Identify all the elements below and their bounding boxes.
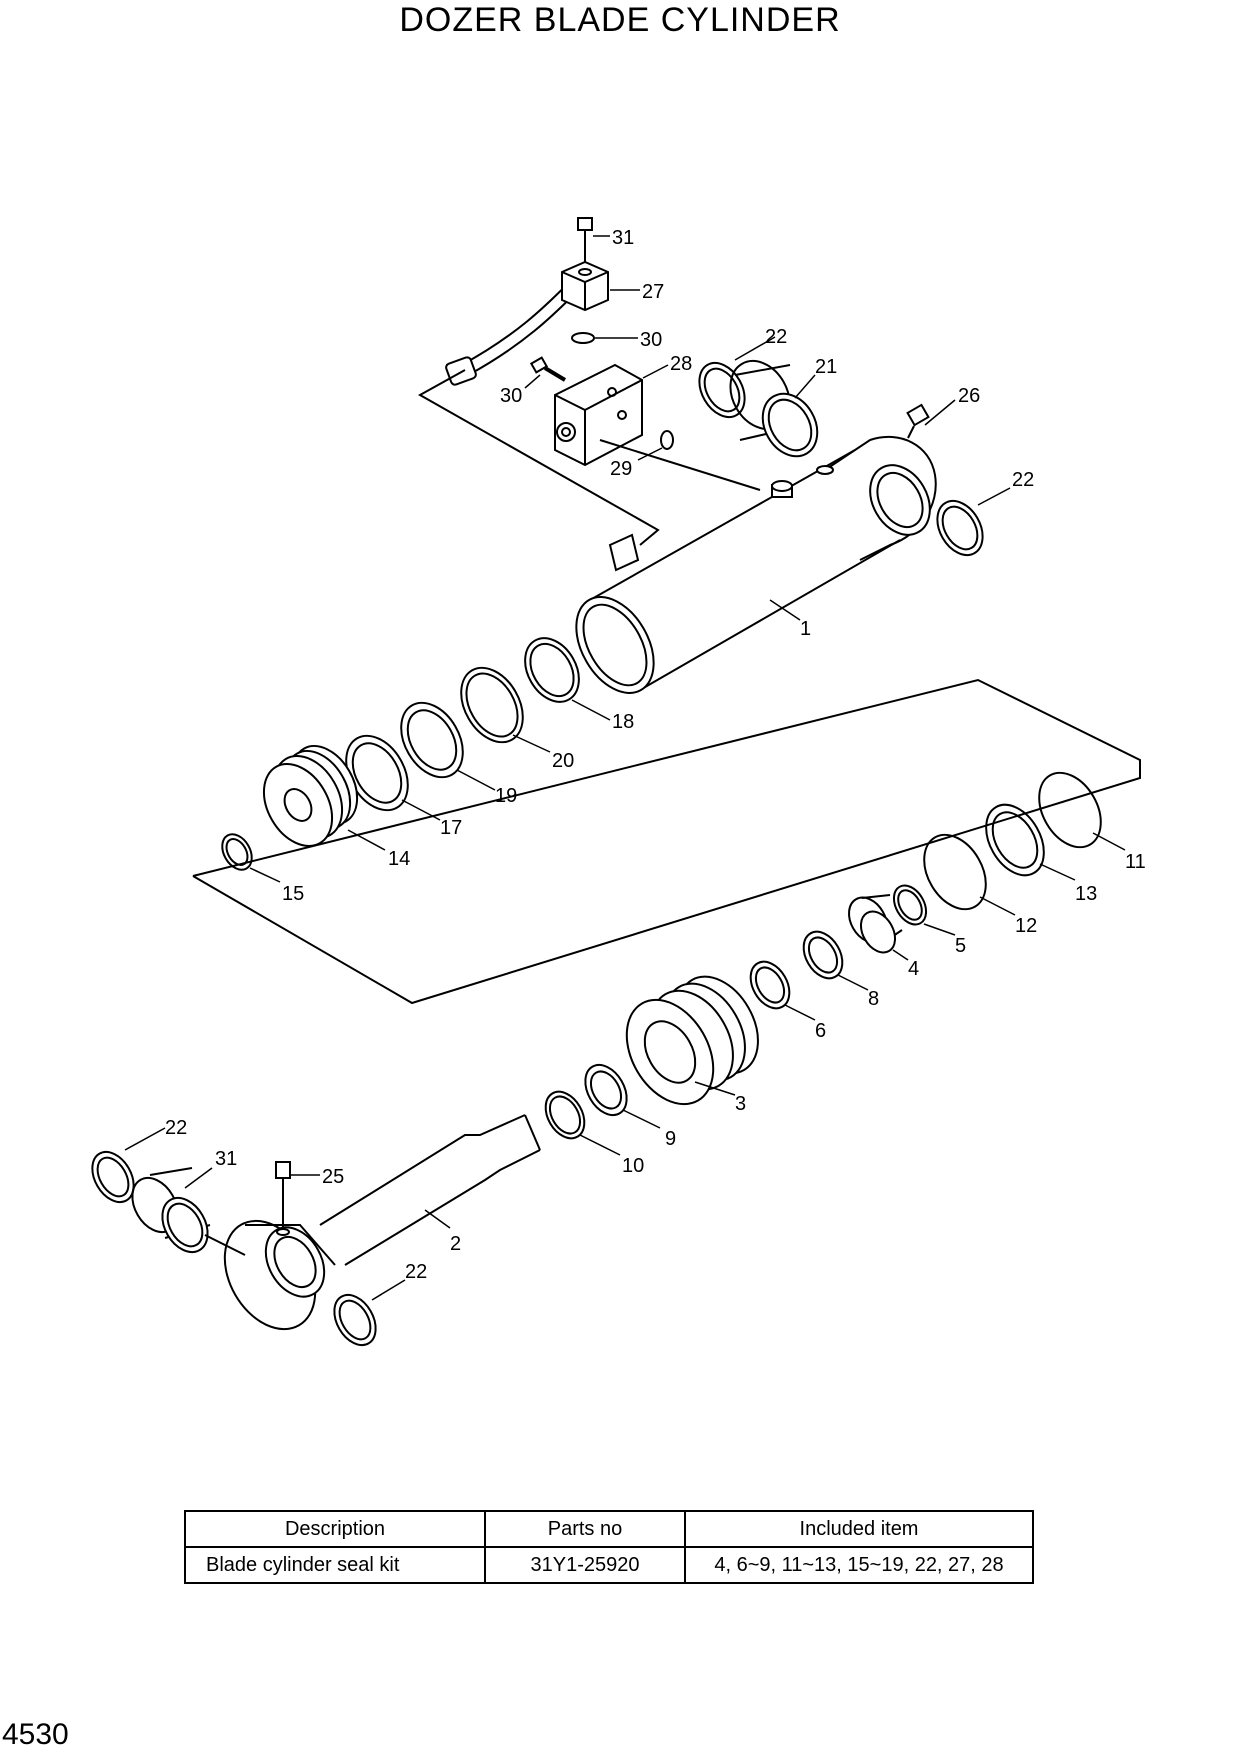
ring-20 — [460, 666, 524, 744]
rod-bushing — [131, 1167, 246, 1256]
callout-29: 31 — [612, 227, 634, 249]
grease-nipple-upper — [906, 403, 930, 439]
header-parts-no: Parts no — [484, 1510, 686, 1548]
callout-frame-upper — [417, 369, 761, 546]
callout-26: 28 — [670, 353, 692, 375]
valve-block — [554, 363, 643, 467]
callout-2: 2 — [450, 1233, 461, 1255]
cell-parts-no: 31Y1-25920 — [484, 1546, 686, 1584]
o-ring-11 — [1038, 771, 1102, 849]
ring-12 — [923, 833, 987, 911]
page-title: DOZER BLADE CYLINDER — [399, 1, 841, 39]
callout-13: 13 — [1075, 883, 1097, 905]
callout-8: 8 — [868, 988, 879, 1010]
dust-seal-lower-left — [91, 1150, 135, 1204]
callout-17: 17 — [440, 817, 462, 839]
table-row: Blade cylinder seal kit 31Y1-25920 4, 6~… — [184, 1546, 1034, 1584]
piston — [262, 745, 359, 847]
grease-nipple-lower — [275, 1161, 291, 1228]
bushing-4 — [848, 894, 903, 954]
o-ring-small — [571, 332, 595, 344]
callout-20: 20 — [552, 750, 574, 772]
tube-bushing — [729, 360, 819, 458]
exploded-view-diagram: 31 27 30 28 30 29 22 21 26 22 1 18 20 19… — [91, 217, 1146, 1347]
callout-15: 15 — [282, 883, 304, 905]
cell-included-item: 4, 6~9, 11~13, 15~19, 22, 27, 28 — [684, 1546, 1034, 1584]
callout-30: 30 — [500, 385, 522, 407]
cylinder-tube — [575, 435, 937, 694]
seal-kit-table: Description Parts no Included item Blade… — [184, 1510, 1034, 1584]
ring-10 — [544, 1090, 586, 1140]
callout-10: 10 — [622, 1155, 644, 1177]
callout-6: 6 — [815, 1020, 826, 1042]
ring-6 — [749, 960, 791, 1010]
callout-4: 4 — [908, 958, 919, 980]
ring-5 — [892, 884, 928, 926]
callout-19: 19 — [495, 785, 517, 807]
callout-25: 27 — [642, 281, 664, 303]
piston-rod — [223, 1114, 541, 1331]
dust-seal-lower-right — [333, 1293, 377, 1347]
callout-23: 25 — [322, 1166, 344, 1188]
callout-14: 14 — [388, 848, 410, 870]
callout-1: 1 — [800, 618, 811, 640]
callout-frame-lower — [192, 678, 1141, 1005]
callout-27: 29 — [610, 458, 632, 480]
callout-21: 21 — [815, 356, 837, 378]
callout-labels: 31 27 30 28 30 29 22 21 26 22 1 18 20 19… — [165, 227, 1146, 1283]
callout-22-d: 22 — [405, 1261, 427, 1283]
callout-22-c: 22 — [165, 1117, 187, 1139]
ring-8 — [802, 930, 844, 980]
header-included-item: Included item — [684, 1510, 1034, 1548]
ring-18 — [524, 637, 580, 703]
rod-cover — [625, 975, 759, 1106]
callout-24: 26 — [958, 385, 980, 407]
dust-seal-upper-left — [698, 361, 746, 419]
callout-9: 9 — [665, 1128, 676, 1150]
leader-lines — [124, 235, 1126, 1301]
header-description: Description — [184, 1510, 486, 1548]
flange-bolt — [577, 217, 593, 262]
callout-31: 31 — [215, 1148, 237, 1170]
callout-5: 5 — [955, 935, 966, 957]
ring-9 — [584, 1063, 628, 1117]
callout-28: 30 — [640, 329, 662, 351]
ring-19 — [400, 701, 464, 779]
table-header-row: Description Parts no Included item — [184, 1510, 1034, 1548]
dust-seal-upper-right — [936, 499, 984, 557]
callout-11: 11 — [1125, 851, 1146, 873]
valve-bolt — [529, 356, 567, 382]
callout-12: 12 — [1015, 915, 1037, 937]
pipe-flange — [561, 260, 609, 312]
ring-13 — [985, 803, 1045, 877]
callout-18: 18 — [612, 711, 634, 733]
page-number: 4530 — [2, 1718, 69, 1751]
callout-3: 3 — [735, 1093, 746, 1115]
callout-22-a: 22 — [765, 326, 787, 348]
callout-22-b: 22 — [1012, 469, 1034, 491]
cell-description: Blade cylinder seal kit — [184, 1546, 486, 1584]
o-ring-valve — [660, 430, 674, 450]
